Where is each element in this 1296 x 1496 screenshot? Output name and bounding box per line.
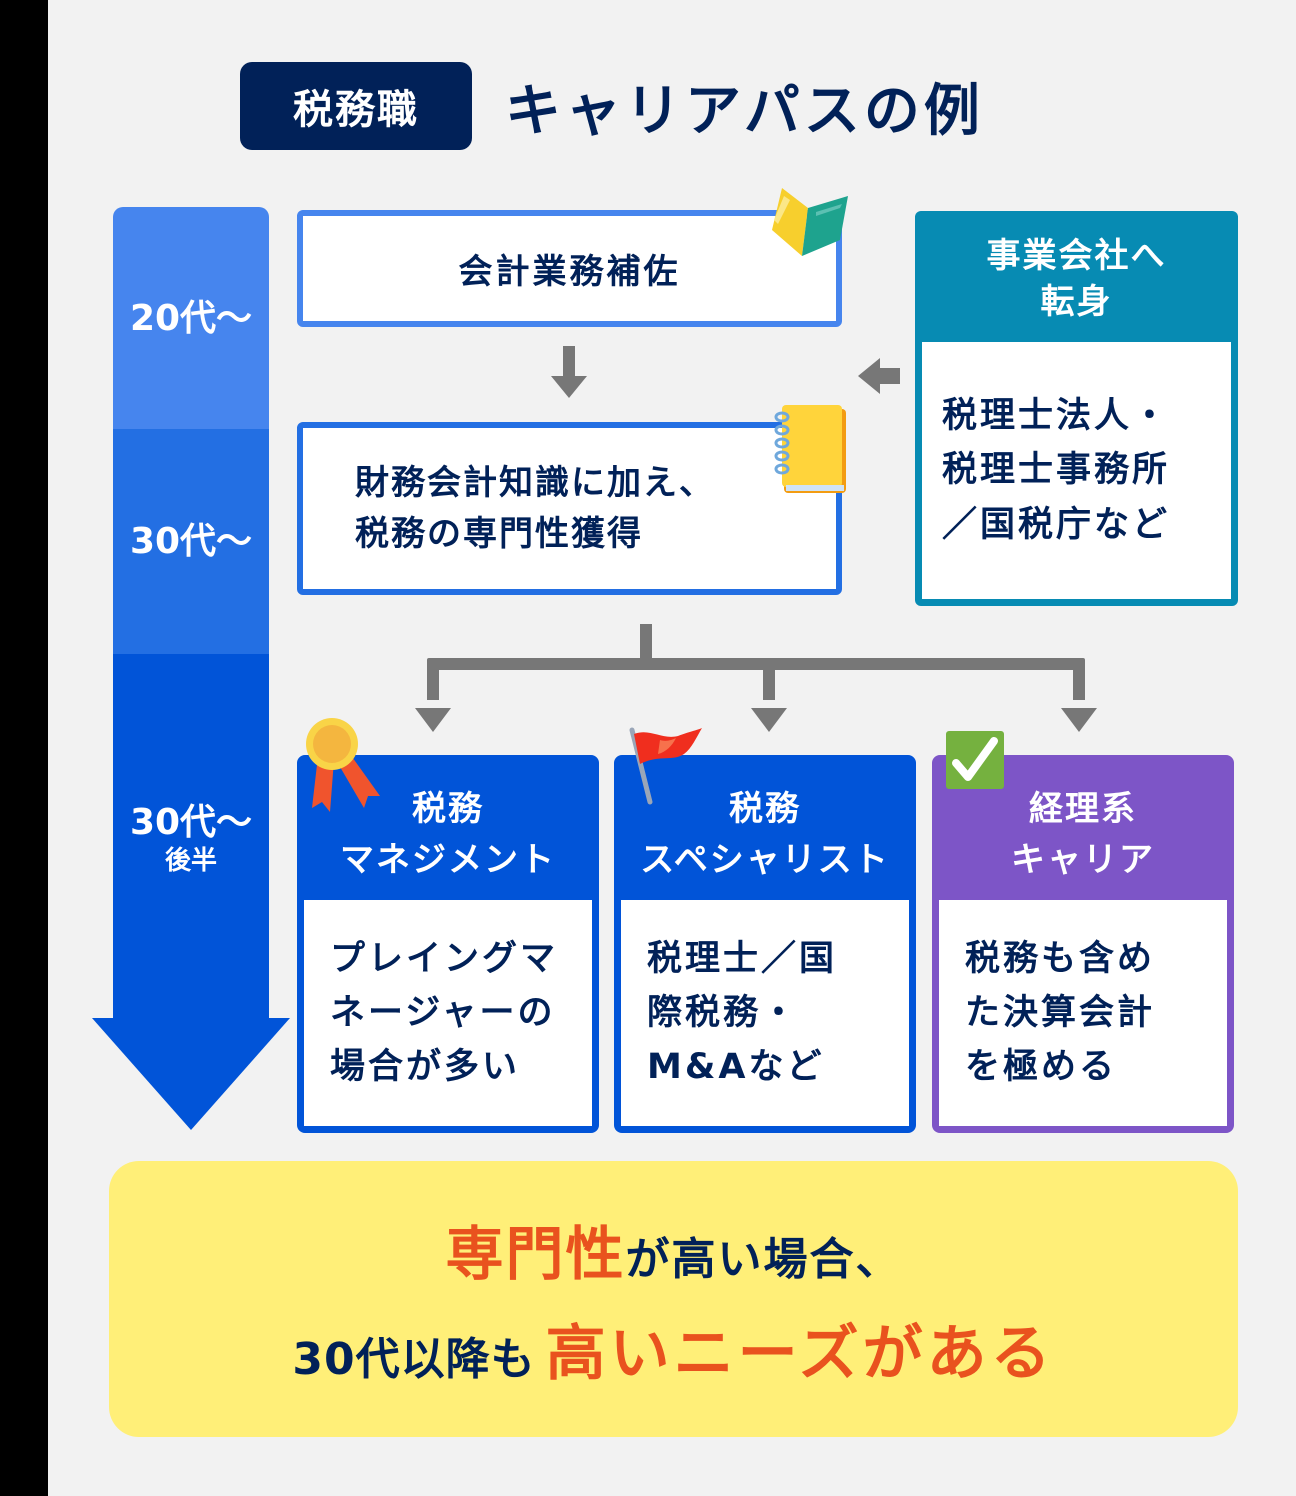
branch-bar xyxy=(427,658,1085,670)
age-segment-20s: 20代～ xyxy=(113,207,269,429)
side-career-change-box: 事業会社へ 転身 税理士法人・ 税理士事務所 ／国税庁など xyxy=(915,211,1238,606)
card-head-line: スペシャリスト xyxy=(640,840,890,880)
flag-icon xyxy=(629,727,702,805)
card-body-line: M&Aなど xyxy=(647,1047,825,1088)
side-body-line: ／国税庁など xyxy=(942,504,1171,545)
age-segment-late-30s: 30代～ 後半 xyxy=(113,654,269,1024)
summary-text: 30代以降も xyxy=(292,1333,536,1385)
age-sublabel: 後半 xyxy=(164,846,217,877)
card-body-line: プレイングマ xyxy=(330,938,559,979)
card-body: 税務も含め た決算会計 を極める xyxy=(939,900,1227,1126)
card-head-line: キャリア xyxy=(1011,840,1155,880)
card-header: 税務 マネジメント xyxy=(304,762,592,900)
card-body-line: た決算会計 xyxy=(965,992,1156,1033)
side-box-body: 税理士法人・ 税理士事務所 ／国税庁など xyxy=(922,342,1231,599)
arrow-left-icon xyxy=(858,358,880,394)
page-title: キャリアパスの例 xyxy=(505,78,984,144)
side-body-line: 税理士法人・ xyxy=(942,396,1171,437)
summary-accent: 専門性 xyxy=(445,1219,626,1288)
step-line: 税務の専門性獲得 xyxy=(355,513,643,554)
step-tax-expertise: 財務会計知識に加え、 税務の専門性獲得 xyxy=(297,422,842,595)
card-head-line: 税務 xyxy=(729,789,801,829)
arrow-down-icon xyxy=(1061,708,1097,732)
step-accounting-assistant: 会計業務補佐 xyxy=(297,210,842,327)
summary-line-1: 専門性 が高い場合、 xyxy=(445,1207,901,1291)
branch-stem xyxy=(640,624,652,664)
card-header: 税務 スペシャリスト xyxy=(621,762,909,900)
side-head-line: 事業会社へ xyxy=(986,236,1167,277)
card-body-line: ネージャーの xyxy=(330,992,556,1033)
summary-accent: 高いニーズがある xyxy=(545,1318,1055,1389)
side-head-line: 転身 xyxy=(1040,282,1113,322)
step-line: 財務会計知識に加え、 xyxy=(355,462,715,503)
branch-drop xyxy=(1073,664,1085,700)
card-head-line: マネジメント xyxy=(340,840,556,880)
arrow-down-icon xyxy=(751,708,787,732)
timeline-arrow-head-icon xyxy=(92,1018,290,1130)
age-label: 30代～ xyxy=(129,802,253,844)
card-accounting-career: 経理系 キャリア 税務も含め た決算会計 を極める xyxy=(932,755,1234,1133)
connector-line xyxy=(878,368,900,384)
card-header: 経理系 キャリア xyxy=(939,762,1227,900)
card-head-line: 税務 xyxy=(412,789,484,829)
category-badge: 税務職 xyxy=(240,62,472,150)
notebook-icon xyxy=(774,405,846,493)
age-label: 30代～ xyxy=(129,521,253,562)
age-label: 20代～ xyxy=(129,297,253,339)
book-icon xyxy=(772,188,848,256)
card-tax-specialist: 税務 スペシャリスト 税理士／国 際税務・ M&Aなど xyxy=(614,755,916,1133)
summary-banner: 専門性 が高い場合、 30代以降も 高いニーズがある xyxy=(109,1161,1238,1437)
arrow-down-icon xyxy=(415,708,451,732)
arrow-down-icon xyxy=(551,376,587,398)
check-icon xyxy=(946,731,1004,789)
summary-text: が高い場合、 xyxy=(625,1233,902,1285)
medal-icon xyxy=(306,718,380,812)
connector-line xyxy=(563,346,575,376)
card-body: 税理士／国 際税務・ M&Aなど xyxy=(621,900,909,1126)
card-body-line: 税理士／国 xyxy=(647,938,838,979)
step-label: 会計業務補佐 xyxy=(458,252,681,292)
branch-drop xyxy=(427,664,439,700)
side-box-header: 事業会社へ 転身 xyxy=(922,218,1231,342)
card-head-line: 経理系 xyxy=(1029,789,1137,829)
branch-drop xyxy=(763,664,775,700)
card-body-line: 際税務・ xyxy=(647,992,800,1033)
card-tax-management: 税務 マネジメント プレイングマ ネージャーの 場合が多い xyxy=(297,755,599,1133)
card-body-line: を極める xyxy=(965,1047,1118,1088)
card-body-line: 場合が多い xyxy=(330,1047,521,1088)
age-segment-30s: 30代～ xyxy=(113,429,269,654)
card-body: プレイングマ ネージャーの 場合が多い xyxy=(304,900,592,1126)
side-body-line: 税理士事務所 xyxy=(942,450,1171,491)
card-body-line: 税務も含め xyxy=(965,938,1156,979)
summary-line-2: 30代以降も 高いニーズがある xyxy=(292,1305,1054,1392)
